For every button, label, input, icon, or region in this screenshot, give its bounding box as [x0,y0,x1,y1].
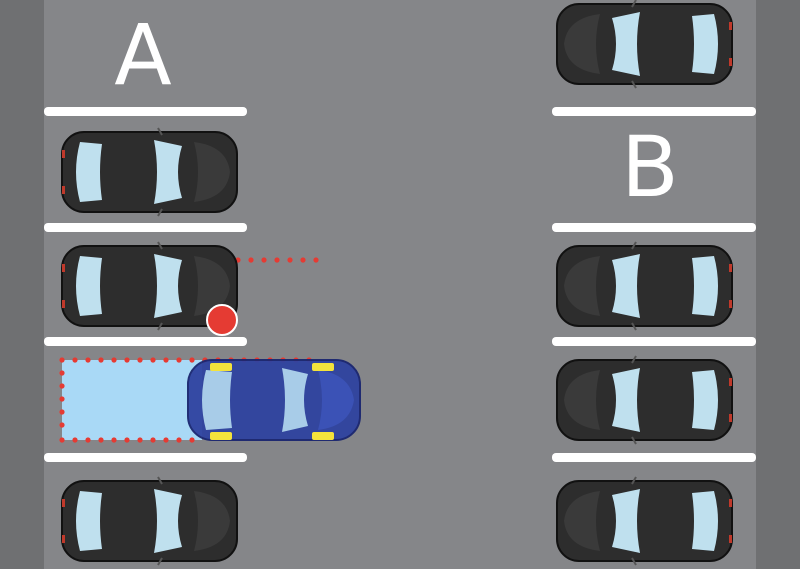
guide-dot [150,357,156,363]
guide-dot [59,437,65,443]
parked-car-b2 [556,241,733,331]
row-b-line-2 [552,223,756,232]
parked-car-b1 [556,0,733,89]
row-a-line-1 [44,107,247,116]
guide-dot [300,257,306,263]
guide-dots [59,257,319,443]
guide-dot [137,357,143,363]
guide-dot [59,370,65,376]
row-a-label: A [114,6,171,104]
parked-car-b4 [556,476,733,566]
guide-dot [98,357,104,363]
guide-dot [287,257,293,263]
row-b-lines [552,107,756,462]
guide-dot [111,357,117,363]
guide-dot [163,357,169,363]
row-b-line-1 [552,107,756,116]
guide-dot [98,437,104,443]
guide-dot [274,257,280,263]
row-b-line-4 [552,453,756,462]
guide-dot [72,357,78,363]
row-b-label: B [621,118,679,216]
guide-dot [85,357,91,363]
guide-dot [124,357,130,363]
guide-dot [59,422,65,428]
guide-dot [59,357,65,363]
row-a-lines [44,107,247,462]
parked-car-a3 [61,476,238,566]
guide-dot [59,383,65,389]
guide-dot [72,437,78,443]
sensor-rear-right [210,432,232,440]
guide-dot [163,437,169,443]
guide-dot [150,437,156,443]
guide-dot [176,357,182,363]
guide-dot [176,437,182,443]
guide-dot [189,357,195,363]
sensor-front-right [312,432,334,440]
sensor-front-left [312,363,334,371]
target-parking-space [62,360,202,440]
left-curb [0,0,44,569]
sensor-rear-left [210,363,232,371]
guide-dot [137,437,143,443]
row-a-line-3 [44,337,247,346]
parked-car-a1 [61,127,238,217]
player-car [187,359,361,441]
row-b-line-3 [552,337,756,346]
parked-car-b3 [556,355,733,445]
guide-dot [59,409,65,415]
row-a-line-2 [44,223,247,232]
guide-dot [111,437,117,443]
guide-dot [261,257,267,263]
guide-dot [189,437,195,443]
guide-dot [124,437,130,443]
guide-dot [85,437,91,443]
guide-dot [248,257,254,263]
right-curb [756,0,800,569]
row-a-line-4 [44,453,247,462]
contact-marker-circle-icon [206,304,238,336]
guide-dot [313,257,319,263]
guide-dot [59,396,65,402]
